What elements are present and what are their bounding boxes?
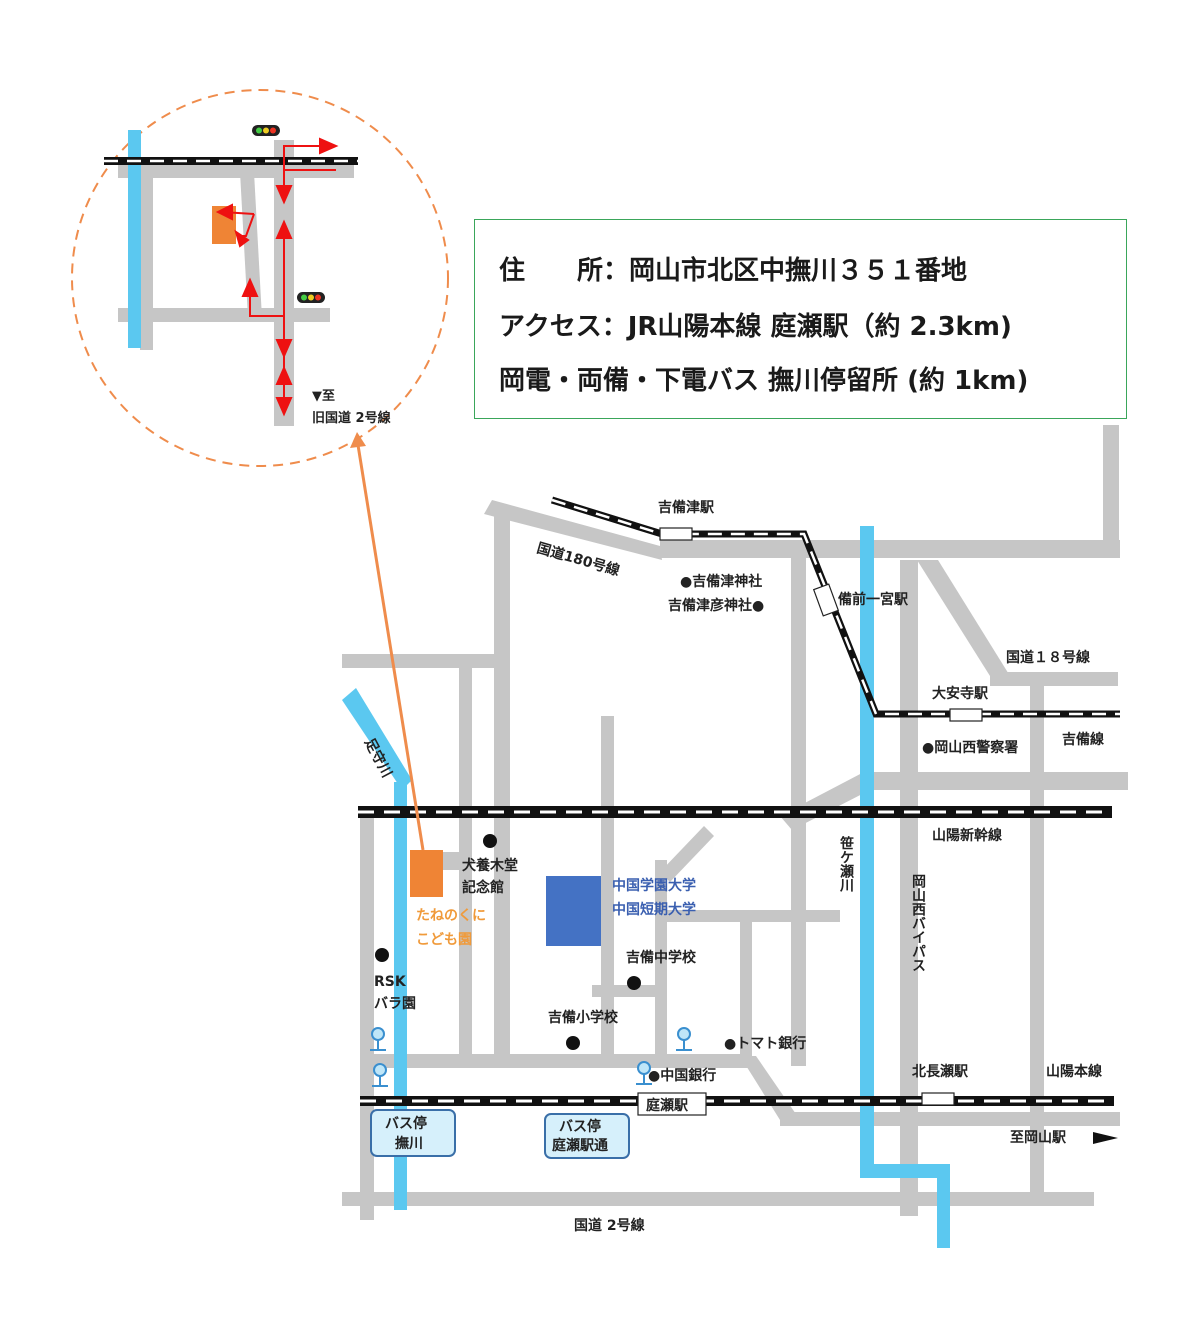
bus-stop-niwase-label-2: 庭瀬駅通 <box>552 1137 608 1154</box>
pointer-line <box>356 444 425 851</box>
landmark-chugoku-univ: 中国学園大学 <box>612 877 696 894</box>
road-route2: 国道 2号線 <box>574 1217 645 1234</box>
inset-direction-road: 旧国道 2号線 <box>312 410 392 426</box>
station-kitanagase: 北長瀬駅 <box>912 1063 969 1080</box>
access-label: アクセス <box>499 312 602 342</box>
landmark-kibitsu-shrine: ●吉備津神社 <box>680 573 762 590</box>
landmark-dots <box>375 834 641 1050</box>
station-kibitsu-marker <box>659 527 693 541</box>
inset-direction-text: ▼至 <box>312 389 335 404</box>
pointer-arrow-icon <box>350 432 366 448</box>
bus-stop-niwase-box <box>544 1113 630 1159</box>
jhs-dot <box>627 976 641 990</box>
station-niwase-marker <box>637 1092 707 1116</box>
university-building <box>546 876 601 946</box>
station-ichinomiya-marker <box>812 583 840 617</box>
bus-stop-niwase-label-1: バス停 <box>559 1118 601 1135</box>
address-label: 住 所 <box>499 256 604 286</box>
station-daianji-marker <box>949 708 983 722</box>
landmark-police: ●岡山西警察署 <box>922 739 1018 756</box>
access-line: アクセス：JR山陽本線 庭瀬駅（約 2.3km) <box>499 306 1012 343</box>
railway-sanyo-main: 山陽本線 <box>1046 1063 1102 1080</box>
traffic-light-icon <box>297 292 325 303</box>
bus-stop-natsumekawa-label-2: 撫川 <box>395 1135 423 1152</box>
railways <box>358 496 1120 1106</box>
station-daianji: 大安寺駅 <box>932 685 989 702</box>
landmark-kibi-es: 吉備小学校 <box>548 1009 619 1026</box>
inset-roads <box>118 140 354 426</box>
landmark-rsk-2: バラ園 <box>374 996 416 1012</box>
address-line: 住 所：岡山市北区中撫川３５１番地 <box>499 250 967 287</box>
railway-kibi: 吉備線 <box>1062 731 1104 748</box>
station-kitanagase-marker <box>921 1092 955 1106</box>
station-bizen-ichinomiya: 備前一宮駅 <box>838 591 909 608</box>
landmark-kibitsuhiko-shrine: 吉備津彦神社● <box>668 597 764 614</box>
traffic-light-icon <box>252 125 280 136</box>
landmark-chugoku-junior: 中国短期大学 <box>612 901 696 918</box>
landmark-rsk-1: RSK <box>374 974 407 990</box>
bus-stop-icon <box>372 1063 388 1087</box>
bus-stop-icon <box>636 1061 652 1085</box>
railway-shinkansen: 山陽新幹線 <box>932 827 1002 844</box>
school-name-1: たねのくに <box>416 908 486 924</box>
rsk-dot <box>375 948 389 962</box>
to-okayama-arrow-icon <box>1093 1132 1118 1144</box>
landmark-chugoku-bank: ●中国銀行 <box>648 1067 716 1084</box>
river-sasagase: 笹ケ瀬川 <box>838 835 855 892</box>
station-niwase: 庭瀬駅 <box>646 1097 689 1114</box>
road-route18: 国道１８号線 <box>1006 649 1090 666</box>
station-kibitsu: 吉備津駅 <box>658 499 715 516</box>
road-bypass: 岡山西バイパス <box>910 874 926 972</box>
bus-stop-icon <box>676 1027 692 1051</box>
inset-river <box>128 130 141 348</box>
inset-circle <box>71 89 449 467</box>
landmark-inukai-2: 記念館 <box>462 879 504 896</box>
access-value: ：JR山陽本線 庭瀬駅（約 2.3km) <box>601 312 1012 342</box>
route-arrows <box>215 137 339 417</box>
access-info-box: 住 所：岡山市北区中撫川３５１番地 アクセス：JR山陽本線 庭瀬駅（約 2.3k… <box>474 219 1127 419</box>
inukai-dot <box>483 834 497 848</box>
bus-stop-natsumekawa-label-1: バス停 <box>385 1115 427 1132</box>
address-value: ：岡山市北区中撫川３５１番地 <box>603 256 968 286</box>
bus-stop-natsumekawa-box <box>370 1109 456 1157</box>
station-markers <box>637 527 983 1116</box>
bus-line: 岡電・両備・下電バス 撫川停留所 (約 1km) <box>499 366 1029 396</box>
landmark-tomato-bank: ●トマト銀行 <box>724 1035 806 1052</box>
es-dot <box>566 1036 580 1050</box>
bus-stop-icons <box>370 1027 692 1087</box>
landmark-inukai-1: 犬養木堂 <box>462 857 518 874</box>
landmark-kibi-jhs: 吉備中学校 <box>626 949 697 966</box>
school-building <box>410 850 443 897</box>
bus-stop-icon <box>370 1027 386 1051</box>
school-name-2: こども園 <box>416 932 472 948</box>
railway-to-okayama: 至岡山駅 <box>1010 1130 1067 1146</box>
